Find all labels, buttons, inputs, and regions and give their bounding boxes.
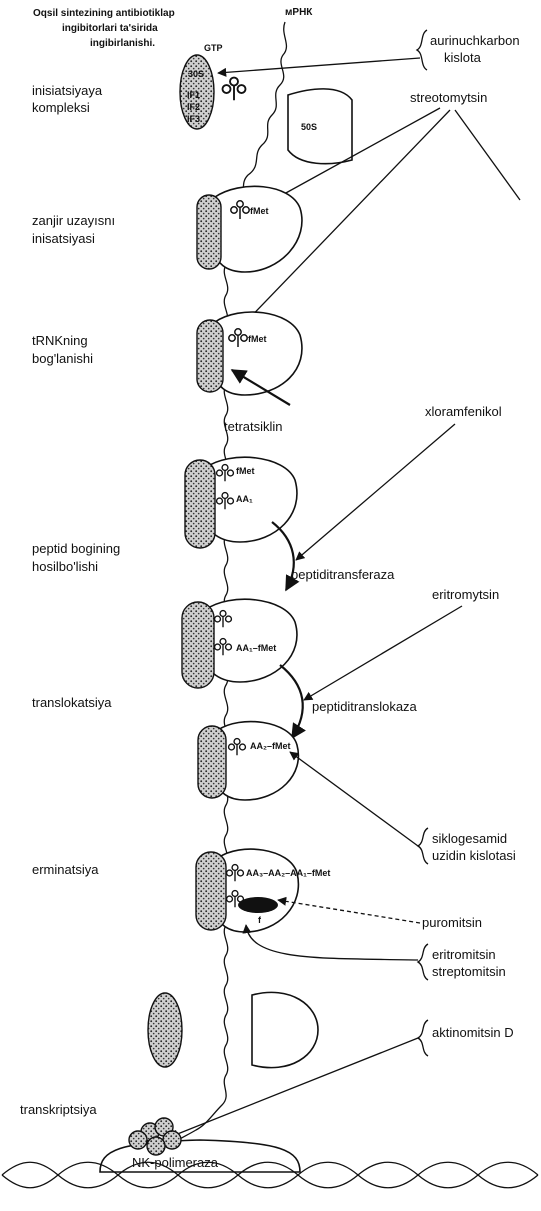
fmet-label-4: fMet [236,466,255,476]
drug-erythro-strepto-2: streptomitsin [432,964,506,979]
arrow-erythro-strepto [246,925,418,960]
arrow-puromycin [278,900,420,923]
ribosome-small-7 [196,852,226,930]
drug-aurintricarboxylic-2: kislota [444,50,482,65]
enzyme-peptidyltranslocase: peptiditranslokaza [312,699,418,714]
aa1-label-4: AA₁ [236,494,253,504]
brace-actinomycin [418,1020,428,1056]
arrow-aurintricarboxylic [218,58,420,73]
title-line-2: ingibitorlari ta'sirida [62,23,158,34]
if1-label: IF1 [187,90,200,100]
brace-aurintricarboxylic [417,30,427,70]
ribosome-small-3 [197,320,223,392]
aa2-fmet-label-6: AA₂–fMet [250,741,291,751]
drug-cycloheximide-1: siklogesamid [432,831,507,846]
stage-peptide-bond-1: peptid bogining [32,541,120,556]
title-line-3: ingibirlanishi. [90,38,155,49]
ribosome-small-6 [198,726,226,798]
drug-cycloheximide-2: uzidin kislotasi [432,848,516,863]
drug-actinomycin: aktinomitsin D [432,1025,514,1040]
stage-peptide-bond-2: hosilbo'lishi [32,559,98,574]
stage-transcription: transkriptsiya [20,1102,97,1117]
drug-erythro-strepto-1: eritromitsin [432,947,496,962]
ribosome-large-5 [205,599,297,682]
drug-chloramphenicol: xloramfenikol [425,404,502,419]
aa1-fmet-label-5: AA₁–fMet [236,643,276,653]
brace-cycloheximide [418,828,428,864]
ribosome-large-6 [216,722,298,800]
enzyme-peptidyltransferase: peptiditransferaza [291,567,395,582]
arrow-cycloheximide [290,752,418,846]
ribosome-small-5 [182,602,214,688]
fmet-label-3: fMet [248,334,267,344]
mrna-label: мРНК [285,7,313,18]
gtp-label: GTP [204,43,223,53]
arrow-chloramphenicol [296,424,455,560]
ribosome-large-3 [214,312,302,395]
drug-erythromycin: eritromytsin [432,587,499,602]
large-subunit-50s [288,89,352,164]
s30-label: 30S [188,69,204,79]
stage-chain-initiation-2: inisatsiyasi [32,231,95,246]
curved-arrow-translocase [280,665,303,738]
stage-initiation-complex-2: kompleksi [32,100,90,115]
stage-initiation-complex-1: inisiatsiyaya [32,83,103,98]
brace-erythro-strepto [418,944,428,980]
if2-label: IF2 [187,102,200,112]
arrow-erythromycin [304,606,462,700]
chain-label-7: AA₃–AA₂–AA₁–fMet [246,868,330,878]
ribosome-large-2 [214,186,302,272]
trna-icon [223,78,246,101]
if3-label: IF3 [187,114,200,124]
free-small-subunit [148,993,182,1067]
stage-trna-binding-2: bog'lanishi [32,351,93,366]
free-large-subunit [252,992,318,1067]
streptomycin-line-3 [455,110,520,200]
stage-translocation: translokatsiya [32,695,112,710]
s50-label: 50S [301,122,317,132]
stage-chain-initiation-1: zanjir uzayısnı [32,213,115,228]
stage-termination: erminatsiya [32,862,99,877]
title-line-1: Oqsil sintezining antibiotiklap [33,8,175,19]
puromycin-molecule [238,897,278,913]
ribosome-small-2 [197,195,221,269]
ribosome-small-4 [185,460,215,548]
drug-puromycin: puromitsin [422,915,482,930]
stage-trna-binding-1: tRNKning [32,333,88,348]
transcription-bubble [129,1118,181,1155]
fmet-label-2: fMet [250,206,269,216]
drug-aurintricarboxylic-1: aurinuchkarbon [430,33,520,48]
drug-streptomycin: streotomytsin [410,90,487,105]
drug-tetracycline: tetratsiklin [224,419,283,434]
